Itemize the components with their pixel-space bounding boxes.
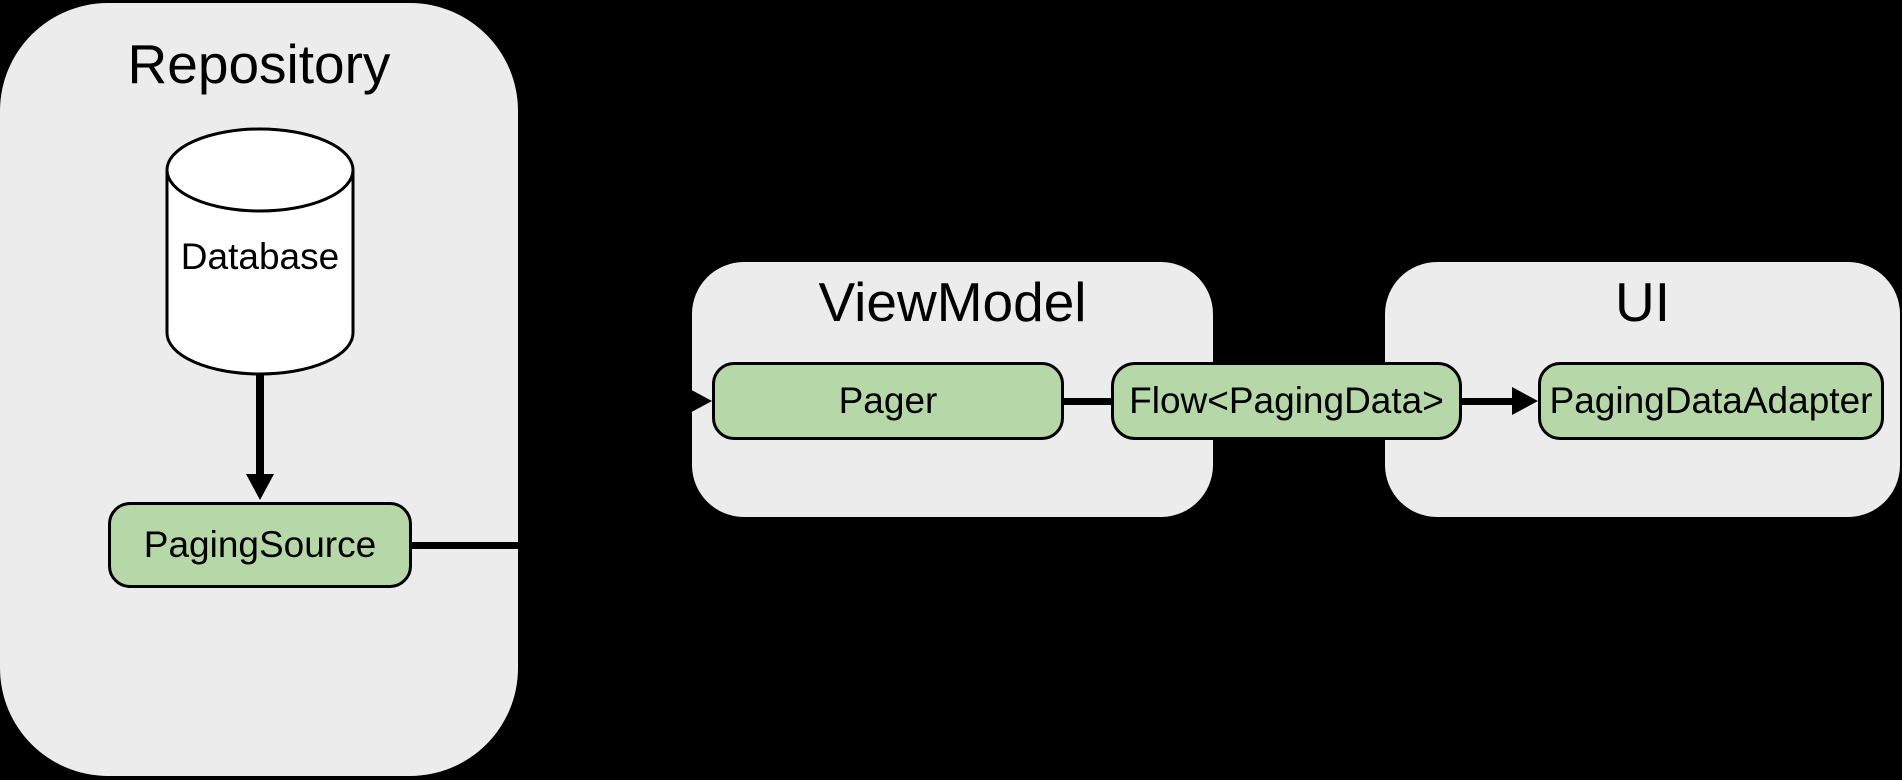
flow-pagingdata-node: Flow<PagingData> — [1111, 362, 1462, 440]
arrow-flow-to-adapter-head — [1512, 387, 1538, 415]
database-cylinder-svg — [165, 127, 355, 376]
arrow-database-to-pagingsource — [256, 374, 264, 474]
pagingsource-node: PagingSource — [108, 502, 412, 588]
connector-pagingsource-to-pager-seg2 — [595, 398, 602, 549]
cylinder-body — [165, 170, 355, 376]
arrow-pagingsource-to-pager-head — [686, 387, 712, 415]
ui-title: UI — [1615, 271, 1670, 333]
connector-pagingsource-to-pager-seg3 — [595, 398, 691, 405]
pagingdataadapter-node: PagingDataAdapter — [1538, 362, 1884, 440]
cylinder-top — [165, 127, 355, 213]
repository-title: Repository — [127, 33, 391, 95]
database-cylinder-icon — [164, 126, 356, 378]
pagingsource-label: PagingSource — [143, 524, 377, 565]
connector-pagingsource-to-pager-seg1 — [412, 542, 602, 549]
pagingdataadapter-label: PagingDataAdapter — [1549, 380, 1873, 421]
arrow-database-to-pagingsource-head — [246, 474, 274, 500]
connector-flow-to-adapter — [1462, 398, 1514, 405]
flow-pagingdata-label: Flow<PagingData> — [1129, 380, 1444, 421]
pager-node: Pager — [712, 362, 1064, 440]
database-label: Database — [180, 236, 340, 277]
connector-pager-to-flow — [1064, 398, 1111, 405]
viewmodel-title: ViewModel — [818, 271, 1087, 333]
pager-label: Pager — [838, 380, 938, 421]
